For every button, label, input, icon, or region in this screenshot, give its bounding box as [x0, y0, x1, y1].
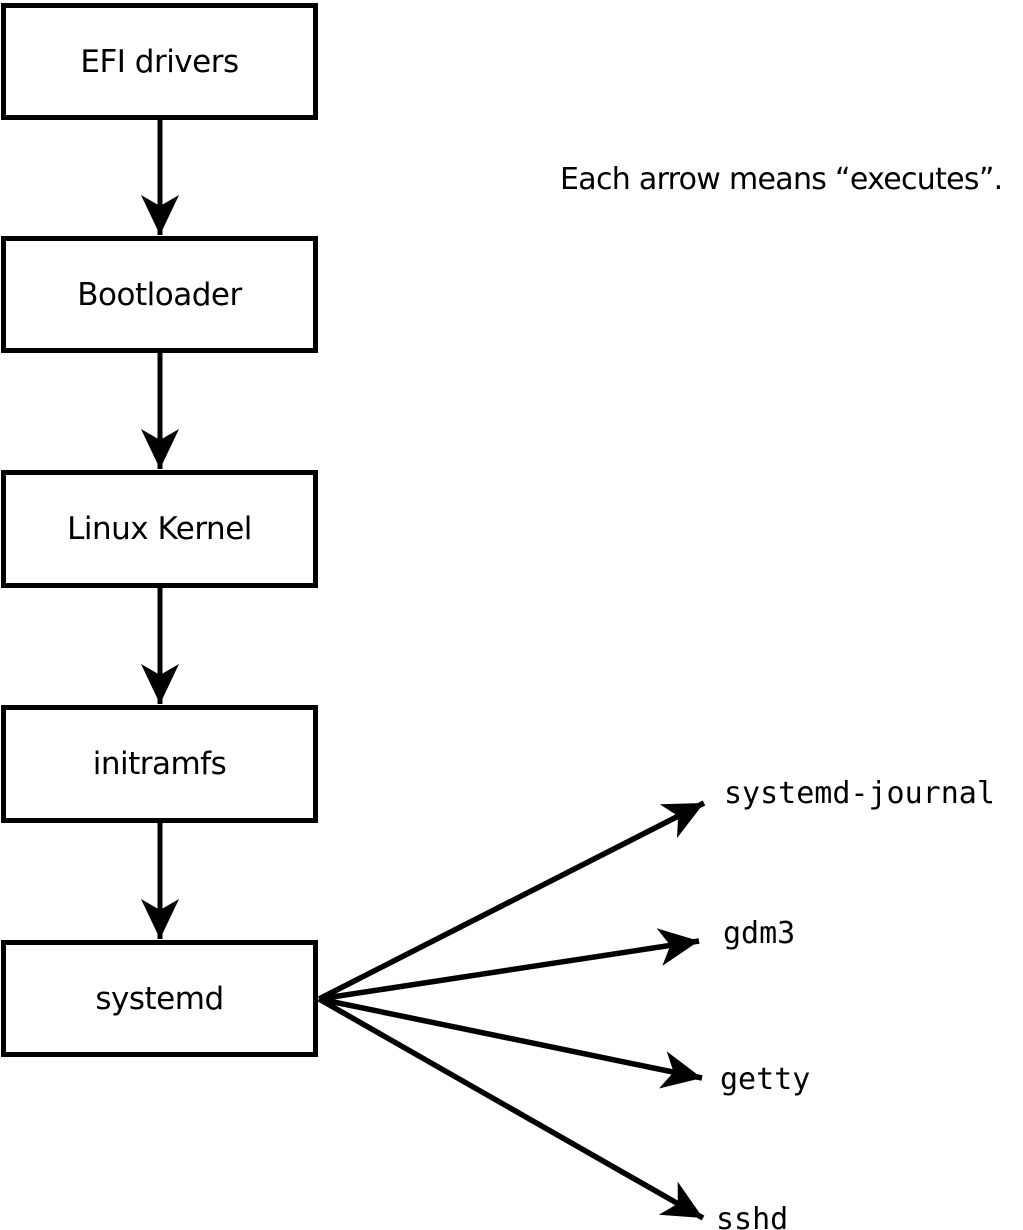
target-label-sshd: sshd	[716, 1202, 789, 1230]
node-bootloader: Bootloader	[1, 236, 318, 353]
node-label: Bootloader	[77, 276, 242, 313]
node-initramfs: initramfs	[1, 705, 318, 823]
node-label: initramfs	[92, 746, 227, 782]
node-linux-kernel: Linux Kernel	[1, 470, 318, 588]
target-label-systemd-journal: systemd-journal	[724, 776, 995, 811]
node-label: systemd	[95, 980, 224, 1017]
node-systemd: systemd	[1, 940, 318, 1057]
arrow-meaning-note: Each arrow means “executes”.	[560, 162, 1003, 197]
arrow-systemd-to-gdm3	[318, 928, 700, 1002]
target-label-gdm3: gdm3	[723, 916, 796, 951]
node-label: EFI drivers	[80, 43, 239, 80]
node-efi-drivers: EFI drivers	[1, 3, 318, 120]
arrow-systemd-to-systemd-journal	[317, 800, 706, 1002]
arrow-systemd-to-sshd	[317, 996, 705, 1221]
node-label: Linux Kernel	[67, 511, 252, 547]
arrow-systemd-to-getty	[318, 996, 703, 1089]
target-label-getty: getty	[720, 1062, 811, 1097]
